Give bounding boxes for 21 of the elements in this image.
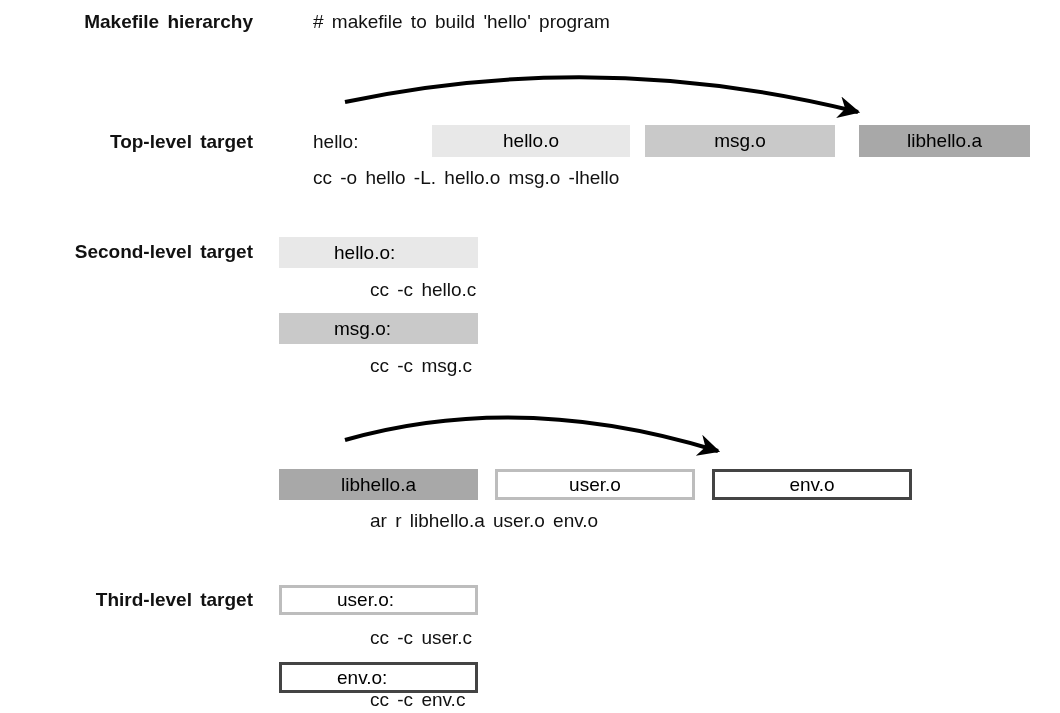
command-text: ar r libhello.a user.o env.o — [370, 510, 599, 532]
target-box: hello.o: — [279, 237, 478, 268]
target-box: libhello.a — [859, 125, 1030, 157]
target-box: msg.o: — [279, 313, 478, 344]
section-heading: Makefile hierarchy — [84, 11, 253, 33]
target-box: libhello.a — [279, 469, 478, 500]
level-label: Top-level target — [109, 131, 253, 153]
command-text: cc -c hello.c — [370, 279, 477, 301]
target-box: user.o: — [279, 585, 478, 615]
target-box: env.o — [712, 469, 912, 500]
target-box: hello.o — [432, 125, 630, 157]
target-box: msg.o — [645, 125, 835, 157]
target-name: hello: — [313, 131, 359, 153]
command-text: cc -c user.c — [370, 627, 473, 649]
level-label: Third-level target — [95, 589, 253, 611]
level-label: Second-level target — [74, 241, 253, 263]
command-text: cc -o hello -L. hello.o msg.o -lhello — [313, 167, 620, 189]
comment-text: # makefile to build 'hello' program — [313, 11, 610, 33]
target-box: env.o: — [279, 662, 478, 693]
command-text: cc -c msg.c — [370, 355, 473, 377]
target-box: user.o — [495, 469, 695, 500]
